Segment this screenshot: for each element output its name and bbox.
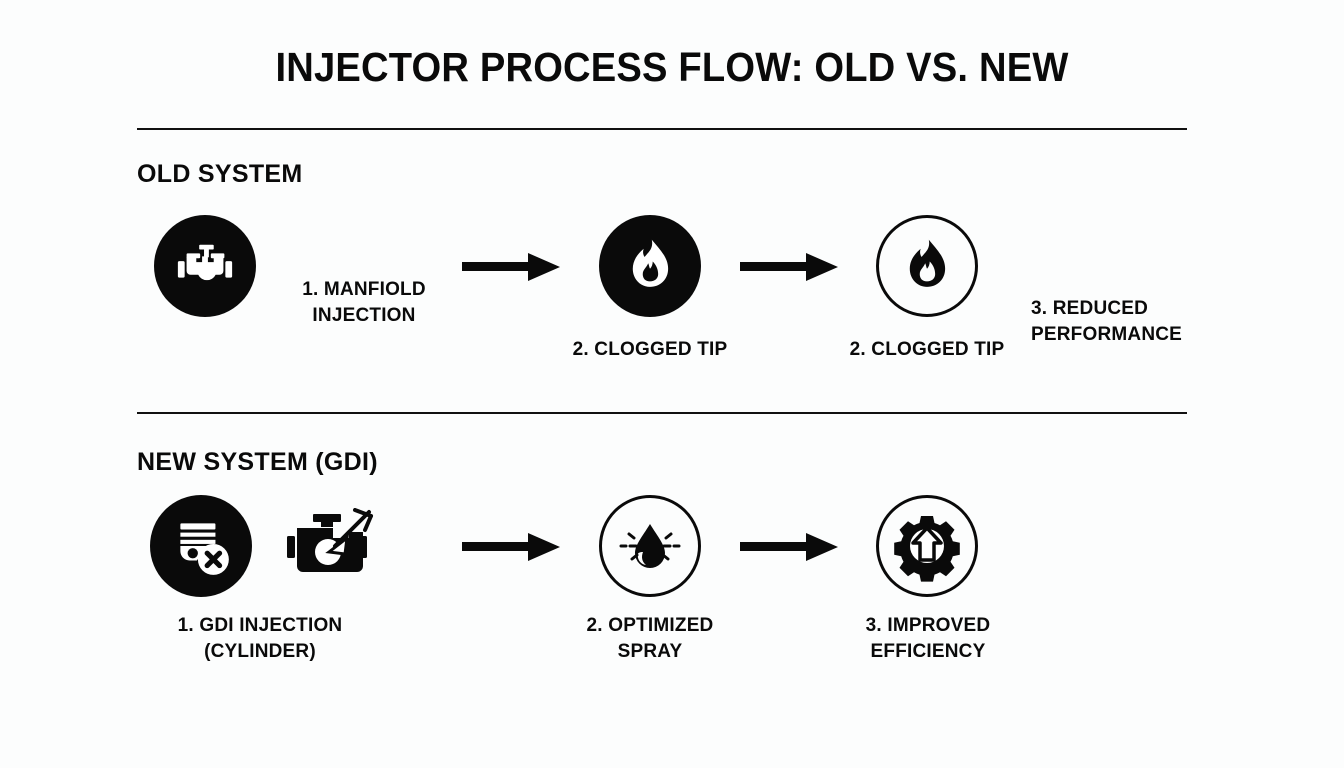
arrow-right-icon (740, 530, 840, 569)
engine-manifold-icon (154, 215, 256, 317)
section-heading-new-system: NEW SYSTEM (GDI) (137, 448, 378, 476)
arrow-right-icon (462, 530, 562, 569)
step-label-reduced-performance: 3. REDUCED PERFORMANCE (1031, 298, 1183, 345)
section-heading-old-system: OLD SYSTEM (137, 160, 303, 188)
flame-icon-outlined (876, 215, 978, 317)
step-label-improved-efficiency: 3. IMPROVED EFFICIENCY (865, 615, 991, 662)
step-label-clogged-tip-2: 2. CLOGGED TIP (849, 339, 1005, 360)
gear-up-arrow-icon (876, 495, 978, 597)
arrow-right-icon (740, 250, 840, 289)
step-label-optimized-spray: 2. OPTIMIZED SPRAY (586, 615, 714, 662)
step-label-gdi-injection: 1. GDI INJECTION (CYLINDER) (177, 615, 343, 662)
divider-middle (137, 412, 1187, 414)
spray-droplet-icon (599, 495, 701, 597)
arrow-right-icon (462, 250, 562, 289)
step-label-clogged-tip-1: 2. CLOGGED TIP (572, 339, 728, 360)
divider-top (137, 128, 1187, 130)
flame-icon-filled (599, 215, 701, 317)
page-title: INJECTOR PROCESS FLOW: OLD VS. NEW (275, 44, 1069, 90)
step-label-manifold-injection: 1. MANFIOLD INJECTION (302, 279, 426, 326)
piston-error-icon (150, 495, 252, 597)
engine-direct-injection-icon (285, 508, 377, 584)
